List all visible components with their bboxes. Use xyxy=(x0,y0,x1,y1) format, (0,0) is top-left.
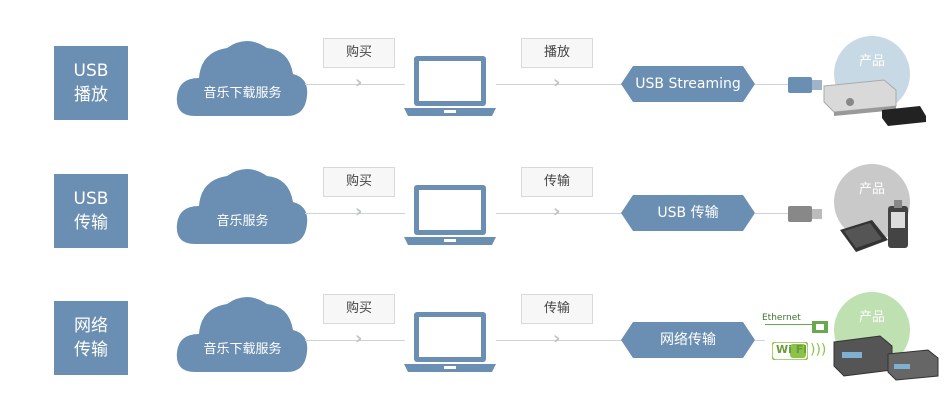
row-usb-playback: USB 播放 音乐下载服务 › 购买 › 播放 USB Streaming 产品 xyxy=(0,0,952,130)
music-service-cloud: 音乐下载服务 xyxy=(175,34,310,119)
chevron-right-icon: › xyxy=(355,201,363,222)
category-tag: USB 传输 xyxy=(54,174,128,248)
music-service-cloud: 音乐服务 xyxy=(175,162,310,247)
network-device-icon xyxy=(832,330,942,390)
usb-plug-icon xyxy=(788,77,822,97)
connector-line xyxy=(496,213,622,214)
cloud-icon xyxy=(176,297,308,372)
cloud-label: 音乐下载服务 xyxy=(203,86,282,101)
cloud-icon xyxy=(176,41,308,116)
connector-line xyxy=(755,213,789,214)
product-label: 产品 xyxy=(858,310,885,325)
tag-line-2: 传输 xyxy=(74,340,108,360)
cloud-icon xyxy=(176,169,308,244)
tag-line-1: 网络 xyxy=(74,316,108,336)
ethernet-line xyxy=(765,324,815,325)
output-label: 网络传输 xyxy=(660,332,716,348)
chevron-right-icon: › xyxy=(553,201,561,222)
connector-line xyxy=(496,84,622,85)
connector-line xyxy=(305,340,405,341)
connector-line xyxy=(755,340,765,341)
row-usb-transfer: USB 传输 音乐服务 › 购买 › 传输 USB 传输 产品 xyxy=(0,128,952,258)
laptop-icon xyxy=(404,310,496,376)
buy-label-box: 购买 xyxy=(323,38,395,68)
product-label: 产品 xyxy=(858,54,885,69)
chevron-right-icon: › xyxy=(355,328,363,349)
tag-line-1: USB xyxy=(73,189,109,209)
tag-line-1: USB xyxy=(73,61,109,81)
laptop-icon xyxy=(404,54,496,120)
tag-line-2: 播放 xyxy=(74,85,108,105)
output-badge: USB 传输 xyxy=(621,195,755,231)
ethernet-plug-icon xyxy=(812,318,828,337)
buy-label-box: 购买 xyxy=(323,294,395,324)
transfer-label-box: 播放 xyxy=(521,38,593,68)
output-badge: 网络传输 xyxy=(621,322,755,358)
connector-line xyxy=(755,84,789,85)
output-label: USB Streaming xyxy=(635,76,741,92)
portable-player-icon xyxy=(836,200,916,258)
audio-device-icon xyxy=(820,72,930,136)
laptop-icon xyxy=(404,183,496,249)
chevron-right-icon: › xyxy=(553,72,561,93)
output-badge: USB Streaming xyxy=(621,66,755,102)
cloud-label: 音乐下载服务 xyxy=(203,342,282,357)
category-tag: USB 播放 xyxy=(54,46,128,120)
chevron-right-icon: › xyxy=(553,328,561,349)
usb-plug-icon xyxy=(788,206,822,226)
chevron-right-icon: › xyxy=(355,72,363,93)
transfer-label-box: 传输 xyxy=(521,294,593,324)
row-network-transfer: 网络 传输 音乐下载服务 › 购买 › 传输 网络传输 Ethernet xyxy=(0,254,952,384)
buy-label-box: 购买 xyxy=(323,167,395,197)
tag-line-2: 传输 xyxy=(74,213,108,233)
wifi-signal-icon: ))) xyxy=(810,342,827,358)
connector-line xyxy=(305,213,405,214)
product-label: 产品 xyxy=(858,182,885,197)
transfer-label-box: 传输 xyxy=(521,167,593,197)
output-label: USB 传输 xyxy=(657,205,719,221)
ethernet-label: Ethernet xyxy=(762,313,801,323)
category-tag: 网络 传输 xyxy=(54,301,128,375)
wifi-badge: Wi Fi xyxy=(771,341,809,364)
cloud-label: 音乐服务 xyxy=(216,214,269,229)
wifi-label: Wi Fi xyxy=(776,343,808,356)
music-service-cloud: 音乐下载服务 xyxy=(175,290,310,375)
connector-line xyxy=(496,340,622,341)
connector-line xyxy=(305,84,405,85)
